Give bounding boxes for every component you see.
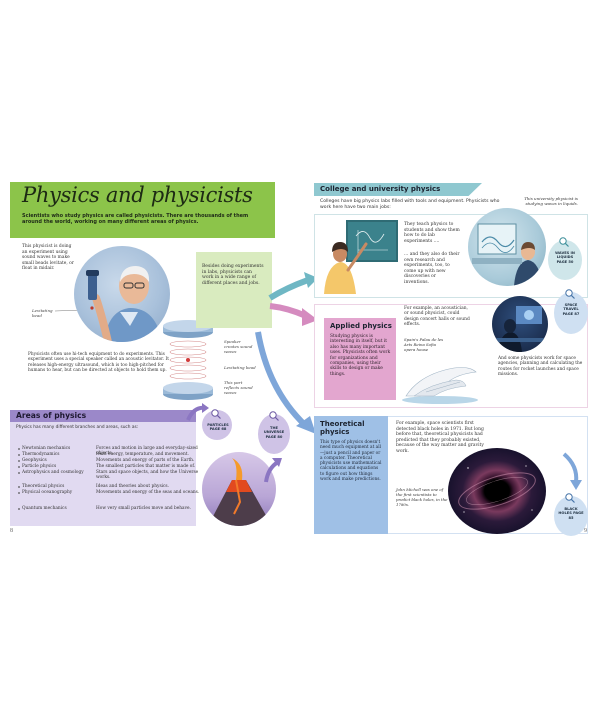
xref-universe[interactable]: THE UNIVERSE PAGE 80 <box>263 426 285 439</box>
areas-subheading: Physics has many different branches and … <box>16 425 139 430</box>
college-subheading: Colleges have big physics labs filled wi… <box>320 199 500 210</box>
levitating-bead-label: Levitating bead <box>32 308 53 318</box>
area-desc: Movements and energy of parts of the Ear… <box>96 458 195 463</box>
area-name: Particle physics <box>22 464 57 469</box>
arrow-to-college <box>268 272 318 301</box>
magnifier-icon <box>211 409 221 419</box>
theoretical-body: This type of physics doesn't need much e… <box>320 440 382 483</box>
college-teach-text: They teach physics to students and show … <box>404 222 460 244</box>
arrow-to-blackholes <box>562 452 582 490</box>
area-name: Geophysics <box>22 458 47 463</box>
area-desc: How very small particles move and behave… <box>96 506 191 511</box>
applied-heading: Applied physics <box>330 322 392 330</box>
opera-house-caption: Spain's Palau de les Arts Reina Sofia op… <box>404 337 444 352</box>
reflector-label: This part reflects sound waves <box>224 380 253 395</box>
xref-particles[interactable]: PARTICLES PAGE 68 <box>207 423 229 432</box>
area-desc: Stars and space objects, and how the Uni… <box>96 470 199 481</box>
area-desc: Heat energy, temperature, and movement. <box>96 452 189 457</box>
magnifier-icon <box>269 411 279 421</box>
acoustic-levitator-diagram <box>163 320 213 400</box>
applied-body: Studying physics is interesting in itsel… <box>330 334 391 377</box>
area-name: Newtonian mechanics <box>22 446 71 451</box>
magnifier-icon <box>559 237 569 247</box>
xref-blackholes-badge[interactable] <box>554 496 588 536</box>
left-page-number: 8 <box>10 528 13 534</box>
black-hole-illustration <box>448 448 546 534</box>
title-banner <box>10 182 275 238</box>
michell-caption: John Michell was one of the first scient… <box>396 487 448 507</box>
acoustician-text: For example, an acoustician, or sound ph… <box>404 306 470 328</box>
levitation-text: This physicist is doing an experiment us… <box>22 244 74 272</box>
blackholes-text: For example, space scientists first dete… <box>396 421 484 454</box>
areas-heading: Areas of physics <box>16 411 87 420</box>
besides-box <box>196 252 272 328</box>
area-name: Quantum mechanics <box>22 506 67 511</box>
area-name: Theoretical physics <box>22 484 65 489</box>
college-header-bar <box>314 183 482 196</box>
physicist-illustration <box>74 246 170 342</box>
xref-waves-badge[interactable] <box>548 240 582 280</box>
area-name: Physical oceanography <box>22 490 73 495</box>
theoretical-heading: Theoretical physics <box>320 420 365 436</box>
magnifier-icon <box>565 289 575 299</box>
applied-box <box>324 318 396 400</box>
area-name: Astrophysics and cosmology <box>22 470 84 475</box>
bead-label: Levitating bead <box>224 365 256 370</box>
area-desc: Movements and energy of the seas and oce… <box>96 490 200 495</box>
waves-caption: This university physicist is studying wa… <box>524 196 578 206</box>
xref-space-travel[interactable]: SPACE TRAVEL PAGE 87 <box>562 303 580 316</box>
teacher-illustration <box>324 220 398 294</box>
xref-waves[interactable]: WAVES IN LIQUIDS PAGE 50 <box>555 251 575 264</box>
right-page-number: 9 <box>584 528 587 534</box>
wave-lab-illustration <box>468 208 546 286</box>
area-bullets <box>18 448 20 510</box>
arrow-to-applied <box>269 303 318 326</box>
area-desc: Forces and motion in large and everyday-… <box>96 446 198 457</box>
areas-panel <box>10 410 196 526</box>
speaker-label: Speaker creates sound waves <box>224 339 253 354</box>
arrow-to-universe <box>264 458 282 483</box>
xref-space-badge[interactable] <box>554 292 588 334</box>
xref-black-holes[interactable]: BLACK HOLES PAGE 85 <box>558 507 584 520</box>
page-title: Physics and physicists <box>22 183 253 207</box>
arrow-to-particles <box>186 403 209 421</box>
intro-text: Scientists who study physics are called … <box>22 213 249 226</box>
college-heading: College and university physics <box>320 185 441 193</box>
xref-universe-badge[interactable] <box>258 414 290 454</box>
college-research-text: ... and they also do their own research … <box>404 252 460 285</box>
areas-header-bar <box>10 410 196 422</box>
theoretical-box <box>314 416 388 534</box>
besides-text: Besides doing experiments in labs, physi… <box>202 264 264 287</box>
area-desc: The smallest particles that matter is ma… <box>96 464 196 469</box>
space-control-illustration <box>492 296 548 352</box>
opera-house-illustration <box>402 367 478 404</box>
magnifier-icon <box>565 493 575 503</box>
space-work-text: And some physicists work for space agenc… <box>498 356 583 377</box>
arrow-to-theoretical <box>255 331 316 434</box>
volcano-illustration <box>202 452 276 526</box>
ultrasound-text: Physicists often use hi-tech equipment t… <box>28 352 169 374</box>
area-desc: Ideas and theories about physics. <box>96 484 169 489</box>
area-name: Thermodynamics <box>22 452 60 457</box>
